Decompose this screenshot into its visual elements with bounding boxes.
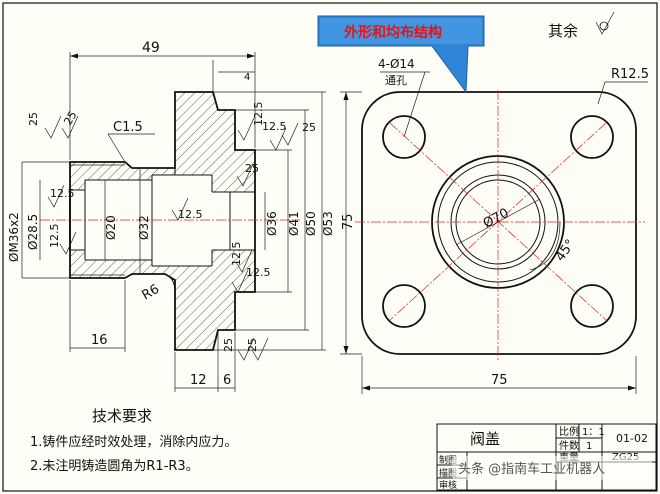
svg-text:Ø20: Ø20 — [104, 215, 118, 240]
inner-diameter-dims: Ø20 Ø32 — [104, 168, 151, 274]
svg-text:1.铸件应经时效处理，消除内应力。: 1.铸件应经时效处理，消除内应力。 — [30, 434, 237, 450]
svg-text:16: 16 — [91, 333, 108, 348]
svg-text:R12.5: R12.5 — [611, 67, 649, 82]
svg-text:C1.5: C1.5 — [113, 120, 143, 135]
callout-box: 外形和均布结构 — [317, 15, 485, 94]
svg-text:75: 75 — [491, 373, 508, 388]
svg-text:Ø28.5: Ø28.5 — [26, 214, 40, 250]
svg-text:12.5: 12.5 — [252, 102, 265, 127]
svg-text:12.5: 12.5 — [50, 187, 75, 200]
svg-text:12.5: 12.5 — [48, 224, 61, 249]
section-view — [40, 91, 300, 351]
svg-text:1: 1 — [586, 441, 592, 452]
svg-text:25: 25 — [246, 338, 259, 352]
fillet-label: R6 — [140, 282, 162, 304]
plan-view: Ø70 45° R12.5 4-Ø14 通孔 75 75 — [340, 57, 649, 394]
part-outline — [69, 91, 256, 351]
chamfer-label: C1.5 — [107, 120, 155, 163]
svg-text:25: 25 — [61, 109, 79, 128]
surface-finish-note: 其余 — [548, 11, 615, 40]
svg-text:75: 75 — [341, 213, 356, 230]
svg-text:技术要求: 技术要求 — [92, 407, 152, 425]
watermark: 头条 @指南车工业机器人 — [452, 456, 652, 480]
flange-outline — [361, 91, 637, 355]
svg-text:其余: 其余 — [548, 22, 578, 40]
bottom-dims: 16 12 6 — [69, 280, 236, 392]
svg-text:45°: 45° — [553, 237, 579, 264]
svg-text:4-Ø14: 4-Ø14 — [378, 57, 415, 71]
svg-text:头条 @指南车工业机器人: 头条 @指南车工业机器人 — [458, 461, 605, 477]
dim-49: 49 — [69, 40, 256, 160]
hole-bottom-right — [570, 284, 614, 328]
svg-text:6: 6 — [223, 373, 231, 388]
right-diameter-dims: Ø36 Ø41 Ø50 Ø53 — [213, 91, 335, 351]
svg-text:件数: 件数 — [559, 439, 579, 452]
svg-text:Ø53: Ø53 — [321, 211, 335, 236]
section-hatching — [70, 92, 255, 350]
svg-text:4: 4 — [244, 72, 250, 83]
hole-top-left — [382, 115, 426, 159]
svg-text:Ø32: Ø32 — [137, 215, 151, 240]
svg-text:Ø41: Ø41 — [287, 211, 301, 236]
svg-text:审核: 审核 — [439, 479, 457, 491]
svg-text:12: 12 — [190, 373, 207, 388]
svg-text:1：1: 1：1 — [582, 427, 605, 438]
hole-bottom-left — [382, 284, 426, 328]
svg-text:25: 25 — [27, 112, 40, 126]
svg-text:01-02: 01-02 — [616, 432, 648, 445]
technical-requirements: 技术要求 1.铸件应经时效处理，消除内应力。 2.未注明铸造圆角为R1-R3。 — [30, 407, 237, 474]
svg-text:阀盖: 阀盖 — [470, 430, 500, 448]
left-diameter-dims: ØM36x2 Ø28.5 — [7, 161, 70, 279]
svg-text:25: 25 — [222, 338, 235, 352]
svg-text:通孔: 通孔 — [385, 74, 407, 87]
roughness-symbols: 25 25 12.5 12.5 12.5 25 25 12.5 12.5 12.… — [27, 102, 316, 361]
svg-text:比例: 比例 — [559, 425, 579, 438]
svg-text:ØM36x2: ØM36x2 — [7, 212, 21, 262]
svg-text:12.5: 12.5 — [262, 120, 287, 133]
svg-text:2.未注明铸造圆角为R1-R3。: 2.未注明铸造圆角为R1-R3。 — [30, 458, 199, 474]
svg-text:Ø50: Ø50 — [304, 211, 318, 236]
svg-text:49: 49 — [142, 40, 160, 56]
svg-text:外形和均布结构: 外形和均布结构 — [344, 24, 442, 41]
svg-text:12.5: 12.5 — [246, 266, 271, 279]
svg-text:25: 25 — [245, 162, 259, 175]
svg-text:Ø36: Ø36 — [265, 211, 279, 236]
svg-text:25: 25 — [302, 121, 316, 134]
svg-text:12.5: 12.5 — [178, 208, 203, 221]
svg-text:12.5: 12.5 — [230, 242, 243, 267]
hole-top-right — [570, 115, 614, 159]
